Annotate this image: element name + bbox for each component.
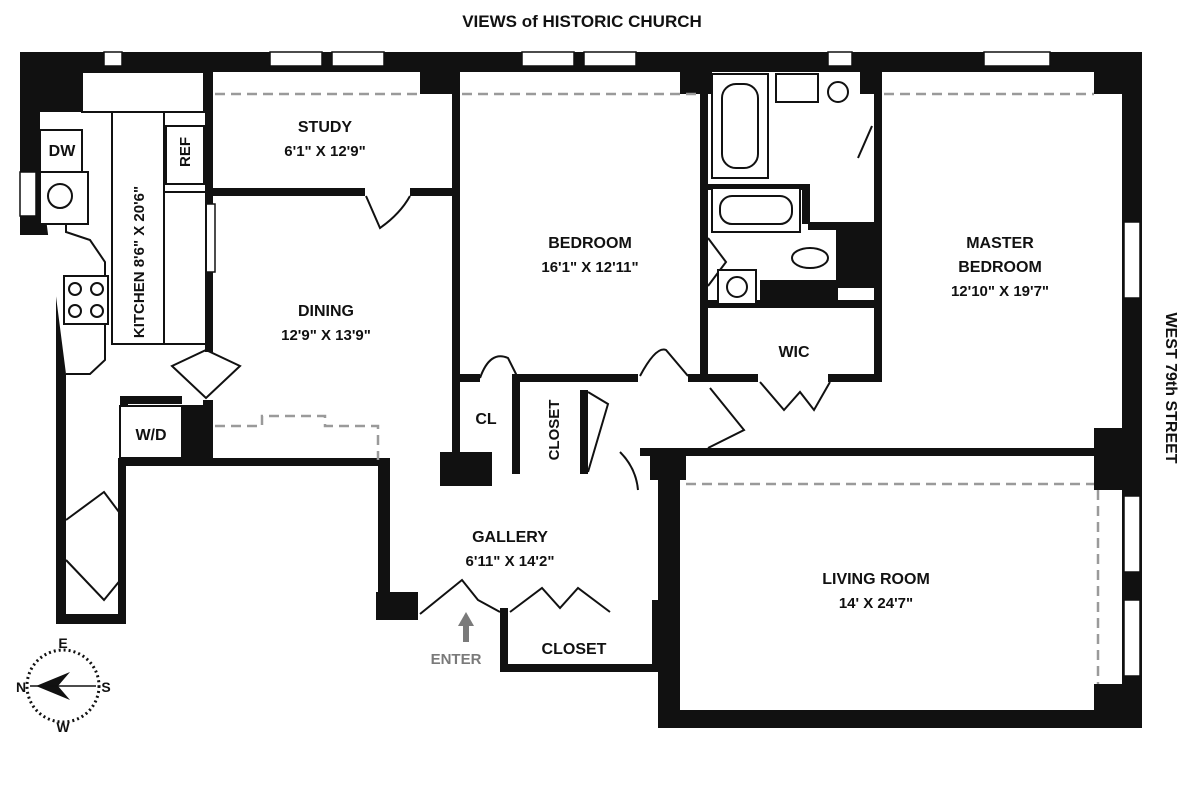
dishwasher-label: DW [49, 143, 77, 160]
refrigerator-label: REF [177, 137, 194, 167]
gallery-closet-name: CLOSET [542, 641, 607, 658]
kitchen-fixtures [39, 71, 207, 459]
interior-walls [120, 72, 1100, 486]
dining-name: DINING [298, 303, 354, 320]
gallery-size: 6'11" X 14'2" [466, 553, 555, 570]
enter-label: ENTER [431, 651, 482, 668]
study-size: 6'1" X 12'9" [284, 143, 365, 160]
living-room-size: 14' X 24'7" [839, 595, 913, 612]
compass-icon [25, 648, 101, 724]
street-label: WEST 79th STREET [1162, 312, 1179, 463]
compass-e: E [58, 635, 67, 651]
compass-s: S [101, 679, 110, 695]
entry-arrow-icon [458, 612, 474, 642]
living-room-name: LIVING ROOM [822, 571, 930, 588]
views-label: VIEWS of HISTORIC CHURCH [462, 12, 702, 31]
bedroom-size: 16'1" X 12'11" [541, 259, 638, 276]
cl-name: CL [475, 411, 497, 428]
bedroom-name: BEDROOM [548, 235, 632, 252]
washer-dryer-label: W/D [135, 427, 166, 444]
compass-w: W [56, 719, 70, 735]
bath-fixtures [711, 73, 849, 305]
dining-size: 12'9" X 13'9" [281, 327, 371, 344]
compass-n: N [16, 679, 26, 695]
doors [65, 125, 873, 615]
kitchen-label: KITCHEN 8'6" X 20'6" [131, 186, 148, 338]
gallery-name: GALLERY [472, 529, 548, 546]
dashed-openings [215, 92, 1100, 684]
master-bedroom-name-1: MASTER [966, 235, 1034, 252]
study-name: STUDY [298, 119, 353, 136]
master-bedroom-name-2: BEDROOM [958, 259, 1042, 276]
master-bedroom-size: 12'10" X 19'7" [951, 283, 1049, 300]
closet-vertical-name: CLOSET [546, 400, 563, 461]
wic-name: WIC [778, 344, 810, 361]
exterior-walls [20, 52, 1142, 728]
